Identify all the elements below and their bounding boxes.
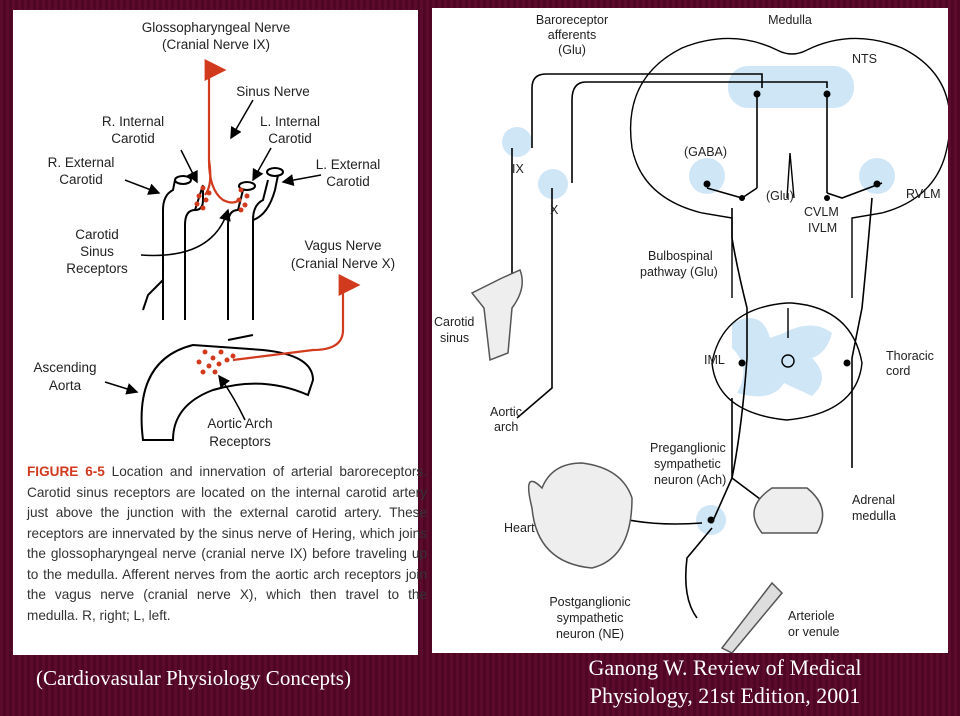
credit-right-line1: Ganong W. Review of Medical — [588, 655, 862, 680]
label-aortic-arch: Aortic Arch — [207, 416, 272, 431]
label-postganglionic-3: neuron (NE) — [556, 627, 624, 641]
label-r-external-2: Carotid — [59, 172, 103, 187]
label-l-external: L. External — [316, 157, 381, 172]
label-nts: NTS — [852, 52, 877, 66]
label-bulbospinal-2: pathway (Glu) — [640, 265, 718, 279]
label-l-external-2: Carotid — [326, 174, 370, 189]
label-carotid-sinus: Carotid — [75, 227, 119, 242]
label-medulla: Medulla — [768, 13, 812, 27]
label-carotid-sinus: Carotid — [434, 315, 474, 329]
label-preganglionic: Preganglionic — [650, 441, 726, 455]
figure-caption: FIGURE 6-5 Location and innervation of a… — [27, 462, 427, 626]
label-vagus-sub: (Cranial Nerve X) — [291, 256, 395, 271]
label-postganglionic-2: sympathetic — [557, 611, 624, 625]
medulla-outline — [629, 37, 951, 298]
label-preganglionic-3: neuron (Ach) — [654, 473, 726, 487]
label-ascending-2: Aorta — [49, 378, 82, 393]
label-aortic-arch-2: Receptors — [209, 434, 271, 449]
baroreceptor-anatomy-diagram: Glossopharyngeal Nerve (Cranial Nerve IX… — [33, 20, 395, 449]
label-ascending: Ascending — [33, 360, 96, 375]
credit-right-line2: Physiology, 21st Edition, 2001 — [589, 683, 861, 708]
label-glossopharyngeal-sub: (Cranial Nerve IX) — [162, 37, 270, 52]
label-rvlm: RVLM — [906, 187, 941, 201]
label-cvlm: CVLM — [804, 205, 839, 219]
synapse-dots — [703, 90, 881, 524]
label-arteriole: Arteriole — [788, 609, 835, 623]
right-figure-panel: Baroreceptor afferents (Glu) Medulla NTS… — [432, 8, 951, 654]
label-baroreceptor: Baroreceptor — [536, 13, 608, 27]
label-glossopharyngeal: Glossopharyngeal Nerve — [142, 20, 291, 35]
aortic-arch — [140, 343, 315, 441]
label-thoracic: Thoracic — [886, 349, 934, 363]
label-bulbospinal: Bulbospinal — [648, 249, 713, 263]
organ-shapes — [470, 268, 824, 654]
neural-pathways — [493, 73, 883, 619]
label-glu: (Glu) — [766, 189, 794, 203]
label-l-internal: L. Internal — [260, 114, 320, 129]
label-baroreceptor-3: (Glu) — [558, 43, 586, 57]
left-figure-panel: Glossopharyngeal Nerve (Cranial Nerve IX… — [13, 10, 427, 655]
label-heart: Heart — [504, 521, 535, 535]
spinal-cord-outline — [711, 302, 863, 421]
label-postganglionic: Postganglionic — [549, 595, 630, 609]
right-labels: Baroreceptor afferents (Glu) Medulla NTS… — [434, 13, 941, 641]
label-adrenal-2: medulla — [852, 509, 896, 523]
label-l-internal-2: Carotid — [268, 131, 312, 146]
label-aortic-arch-2: arch — [494, 420, 518, 434]
credit-left: (Cardiovasular Physiology Concepts) — [36, 666, 351, 690]
nerve-paths — [204, 59, 361, 362]
label-preganglionic-2: sympathetic — [654, 457, 721, 471]
label-gaba: (GABA) — [684, 145, 727, 159]
carotid-arteries — [142, 167, 284, 341]
label-aortic-arch: Aortic — [490, 405, 522, 419]
label-baroreceptor-2: afferents — [548, 28, 596, 42]
label-adrenal: Adrenal — [852, 493, 895, 507]
label-carotid-sinus-3: Receptors — [66, 261, 128, 276]
label-carotid-sinus-2: sinus — [440, 331, 469, 345]
label-ivlm: IVLM — [808, 221, 837, 235]
pointer-arrows — [104, 99, 322, 421]
label-x: X — [550, 203, 559, 217]
label-arteriole-2: or venule — [788, 625, 839, 639]
credit-right: Ganong W. Review of Medical Physiology, … — [560, 654, 890, 710]
label-iml: IML — [704, 353, 725, 367]
label-sinus-nerve: Sinus Nerve — [236, 84, 310, 99]
label-ix: IX — [512, 162, 524, 176]
baroreflex-pathway-diagram: Baroreceptor afferents (Glu) Medulla NTS… — [434, 13, 951, 654]
label-r-internal-2: Carotid — [111, 131, 155, 146]
label-r-internal: R. Internal — [102, 114, 164, 129]
receptor-dots — [194, 185, 250, 375]
label-carotid-sinus-2: Sinus — [80, 244, 114, 259]
left-labels: Glossopharyngeal Nerve (Cranial Nerve IX… — [33, 20, 395, 449]
caption-text: Location and innervation of arterial bar… — [27, 464, 427, 623]
label-r-external: R. External — [48, 155, 115, 170]
label-vagus: Vagus Nerve — [304, 238, 381, 253]
caption-figure-label: FIGURE 6-5 — [27, 464, 105, 479]
label-thoracic-2: cord — [886, 364, 910, 378]
